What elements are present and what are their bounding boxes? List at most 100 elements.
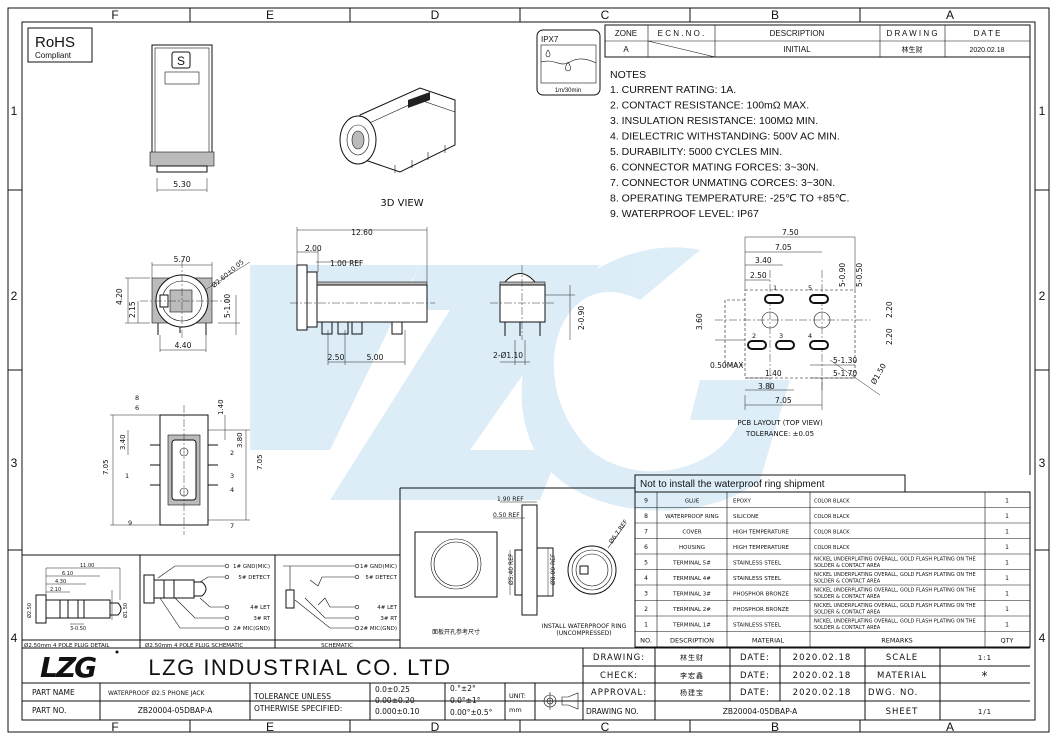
bom-header-remarks: REMARKS [881,636,913,644]
pin-number: 4 [808,332,812,340]
bom-qty: 1 [1005,497,1009,504]
col-label: F [111,8,118,22]
tolerance-label: OTHERWISE SPECIFIED: [254,704,342,713]
bom-material: EPOXY [733,498,752,504]
dim-label: Ø6.7 REF [608,518,630,545]
drawing-no: ZB20004-05DBAP-A [723,707,798,716]
tolerance-angle: 0.°±2° [450,684,476,693]
part-callout: 3 [230,472,234,480]
bom-remarks: NICKEL UNDERPLATING OVERALL, GOLD FLASH … [814,588,976,601]
dim-label: 1.00 REF [330,259,363,268]
dwg-no-label: DWG. NO. [868,688,918,698]
tolerance-linear: 0.00±0.20 [375,696,415,705]
part-callout: 6 [135,404,139,412]
dim-label: 2-0.90 [577,306,586,330]
bom-no: 1 [644,621,648,628]
ipx7-badge: IPX7 1m/30min [536,29,601,96]
note-item: 7. CONNECTOR UNMATING CORCES: 3~30N. [610,177,835,189]
plug-detail-caption: Ø2.50mm 4 POLE PLUG DETAIL [24,642,110,649]
tolerance-linear: 0.0±0.25 [375,685,410,694]
dim-label: 5.00 [367,353,384,362]
lzg-logo: LZG [40,650,119,684]
title-block: LZG LZG INDUSTRIAL CO. LTD PART NAME WAT… [22,647,1030,720]
rohs-badge: RoHS Compliant [27,27,93,63]
bom-material: PHOSPHOR BRONZE [733,607,789,613]
date-label: DATE: [740,688,770,698]
bom-banner: Not to install the waterproof ring shipm… [640,479,825,490]
dim-label: 2.00 [305,244,322,253]
part-callout: 8 [135,394,139,402]
part-callout: 1 [125,472,129,480]
plug-schematic-caption: Ø2.50mm 4 POLE PLUG SCHEMATIC [145,642,243,649]
dim-label: 1.40 [765,369,782,378]
dim-label: 5.30 [173,180,191,189]
drawing-label: DRAWING: [593,653,645,663]
row-label: 2 [11,289,18,303]
pin-number: 2 [752,332,756,340]
material-value: * [982,669,989,683]
dim-label: 3.80 [236,432,244,448]
row-label: 3 [1039,456,1046,470]
dim-label: 7.50 [782,228,799,237]
pin-label: 4# LET [377,605,397,611]
water-drop-icon [545,49,571,72]
bom-qty: 1 [1005,528,1009,535]
tolerance-linear: 0.000±0.10 [375,707,420,716]
bom-remarks: COLOR BLACK [814,545,850,551]
bom-material: PHOSPHOR BRONZE [733,591,789,597]
bom-material: STAINLESS STEEL [733,576,782,582]
front-view: 5.70 4.20 2.15 4.40 5-1.00 Ø2.60±0.05 [115,255,251,352]
dim-label: 5-0.50 [855,263,864,287]
bom-qty: 1 [1005,513,1009,520]
rev-drawing: 林生财 [902,45,923,54]
bom-no: 7 [644,528,648,535]
note-item: 8. OPERATING TEMPERATURE: -25℃ TO +85℃. [610,193,849,205]
date-value: 2020.02.18 [793,671,852,681]
dim-label: 7.05 [775,243,792,252]
date-label: DATE: [740,653,770,663]
install-label: INSTALL WATERPROOF RING [542,623,627,630]
note-item: 6. CONNECTOR MATING FORCES: 3~30N. [610,162,819,174]
dim-label: 12.60 [351,228,373,237]
dim-label: 6.10 [62,571,73,577]
bom-remarks: NICKEL UNDERPLATING OVERALL, GOLD FLASH … [814,619,976,632]
end-view: 2-Ø1.10 2-0.90 [490,265,586,365]
notes-title: NOTES [610,69,646,81]
row-label: 4 [11,631,18,645]
sheet-value: 1/1 [978,708,992,716]
dim-label: 7.05 [256,454,264,470]
scale-label: SCALE [886,653,918,663]
pin-number: 1 [773,284,777,292]
circuit-caption: SCHEMATIC [321,643,353,649]
scale-value: 1:1 [978,654,992,662]
pin-number: 5 [808,284,812,292]
bom-remarks: NICKEL UNDERPLATING OVERALL, GOLD FLASH … [814,557,976,570]
dim-label: 2.50 [750,271,767,280]
col-label: A [946,8,954,22]
dim-label: 4.20 [115,288,124,305]
bom-no: 8 [644,513,648,520]
note-item: 1. CURRENT RATING: 1A. [610,84,736,96]
dim-label: 0.50 REF [493,512,520,519]
row-label: 1 [1039,104,1046,118]
col-label: D [431,8,440,22]
bom-qty: 1 [1005,544,1009,551]
bom-header-description: DESCRIPTION [670,636,714,644]
date-label: DATE: [740,671,770,681]
pin-label: 5# DETECT [238,575,270,581]
pcb-layout: 7.50 7.05 3.40 2.50 5-0.90 5-0.50 3.60 2… [695,228,894,438]
bom-material: STAINLESS STEEL [733,622,782,628]
s-mark-icon: S [177,54,185,68]
ipx-condition: 1m/30min [555,88,581,94]
dim-label: Ø1.50 [869,362,888,386]
bom-remarks: NICKEL UNDERPLATING OVERALL, GOLD FLASH … [814,603,976,616]
check-label: CHECK: [600,671,638,681]
dim-label: 3.60 [695,313,704,330]
dim-label: 2.20 [885,328,894,345]
bom-description: TERMINAL 4# [672,576,711,582]
